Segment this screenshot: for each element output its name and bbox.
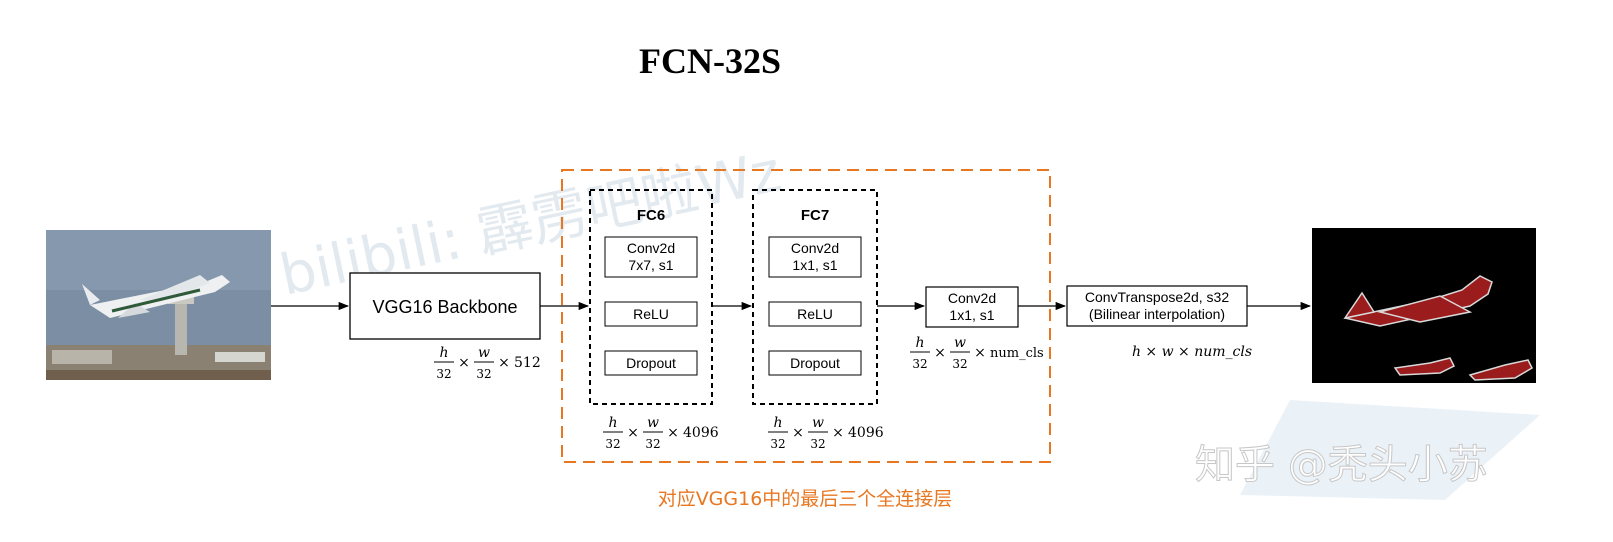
frac-h-den: 32 (770, 437, 785, 451)
frac-w-den: 32 (645, 437, 660, 451)
conv-transpose-label-1: ConvTranspose2d, s32 (1085, 289, 1229, 305)
frac-h-den: 32 (912, 357, 927, 371)
channels-label: 4096 (848, 425, 884, 441)
channels-label: 512 (514, 355, 541, 371)
frac-h-den: 32 (436, 367, 451, 381)
times-sign: × (498, 355, 510, 371)
frac-h-num: h (608, 415, 617, 431)
fc7-conv-label-2: 1x1, s1 (792, 257, 837, 273)
channels-label: 4096 (683, 425, 719, 441)
fc6-dropout-box (604, 350, 698, 376)
fc7-dropout-box (768, 350, 862, 376)
times-sign: × (627, 425, 639, 441)
frac-h-num: h (773, 415, 782, 431)
fc6-block (589, 189, 713, 405)
page-title: FCN-32S (639, 41, 781, 81)
vgg16-backbone-label: VGG16 Backbone (372, 297, 517, 317)
fc6-conv-label-2: 7x7, s1 (628, 257, 673, 273)
fc7-block (752, 189, 878, 405)
vgg16-backbone-box (349, 272, 541, 340)
backbone-shape-annotation: h 32 × w 32 × 512 (434, 345, 541, 381)
fc6-shape-annotation: h 32 × w 32 × 4096 (603, 415, 719, 451)
frac-w-den: 32 (810, 437, 825, 451)
frac-h-num: h (439, 345, 448, 361)
zhihu-watermark-shape (1240, 400, 1540, 500)
score-conv-label-2: 1x1, s1 (949, 307, 994, 323)
fc6-dropout-label: Dropout (626, 355, 676, 371)
fc7-relu-label: ReLU (797, 306, 833, 322)
fc7-conv-box (768, 236, 862, 278)
fc7-dropout-label: Dropout (790, 355, 840, 371)
fc6-conv-box (604, 236, 698, 278)
fc7-conv-label-1: Conv2d (791, 240, 839, 256)
output-segmentation-image (1312, 228, 1536, 383)
times-sign: × (832, 425, 844, 441)
fc6-title: FC6 (637, 207, 665, 224)
frac-w-num: w (812, 415, 824, 431)
fc6-relu-box (604, 301, 698, 327)
fc-layers-group (561, 169, 1051, 463)
score-conv-box (925, 286, 1019, 328)
fc6-relu-label: ReLU (633, 306, 669, 322)
channels-label: num_cls (990, 346, 1044, 361)
frac-w-num: w (478, 345, 490, 361)
fc7-title: FC7 (801, 207, 829, 224)
times-sign: × (667, 425, 679, 441)
score-shape-annotation: h 32 × w 32 × num_cls (910, 335, 1044, 371)
fc7-shape-annotation: h 32 × w 32 × 4096 (768, 415, 884, 451)
frac-w-num: w (647, 415, 659, 431)
zhihu-watermark: 知乎 @秃头小苏 (1195, 442, 1488, 488)
final-shape-annotation: h × w × num_cls (1132, 344, 1252, 360)
conv-transpose-box (1066, 285, 1248, 327)
frac-w-den: 32 (476, 367, 491, 381)
frac-w-num: w (954, 335, 966, 351)
frac-w-den: 32 (952, 357, 967, 371)
times-sign: × (974, 345, 986, 361)
input-airplane-image (46, 230, 271, 380)
group-caption: 对应VGG16中的最后三个全连接层 (658, 488, 953, 510)
times-sign: × (934, 345, 946, 361)
fc7-relu-box (768, 301, 862, 327)
conv-transpose-label-2: (Bilinear interpolation) (1089, 306, 1225, 322)
frac-h-num: h (915, 335, 924, 351)
score-conv-label-1: Conv2d (948, 290, 996, 306)
fc6-conv-label-1: Conv2d (627, 240, 675, 256)
times-sign: × (792, 425, 804, 441)
frac-h-den: 32 (605, 437, 620, 451)
times-sign: × (458, 355, 470, 371)
